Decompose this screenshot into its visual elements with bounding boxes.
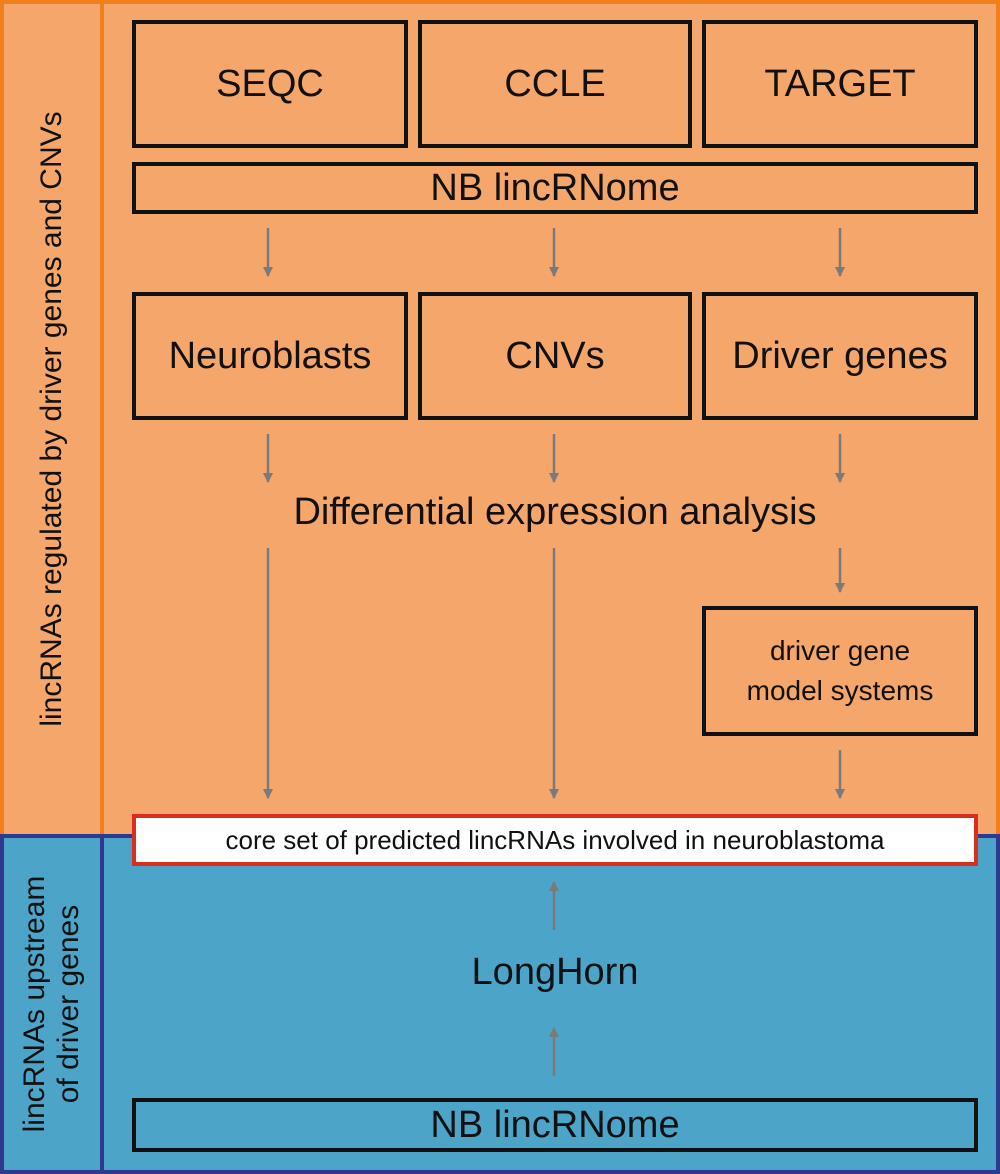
model-systems-box: driver gene model systems xyxy=(702,606,978,736)
category-box-cnvs: CNVs xyxy=(418,292,692,420)
dataset-box-seqc: SEQC xyxy=(132,20,408,148)
lincrnome-box-top: NB lincRNome xyxy=(132,162,978,214)
category-box-neuroblasts: Neuroblasts xyxy=(132,292,408,420)
core-set-box: core set of predicted lincRNAs involved … xyxy=(132,814,978,866)
top-side-panel xyxy=(0,0,104,838)
dataset-box-ccle: CCLE xyxy=(418,20,692,148)
dataset-box-target: TARGET xyxy=(702,20,978,148)
category-box-driver-genes: Driver genes xyxy=(702,292,978,420)
analysis-label: Differential expression analysis xyxy=(293,491,817,533)
lincrnome-box-bottom: NB lincRNome xyxy=(132,1098,978,1152)
model-systems-line2: model systems xyxy=(746,675,934,706)
method-label: LongHorn xyxy=(471,951,639,993)
model-systems-line1: driver gene xyxy=(769,635,911,666)
bottom-side-panel xyxy=(0,834,104,1174)
